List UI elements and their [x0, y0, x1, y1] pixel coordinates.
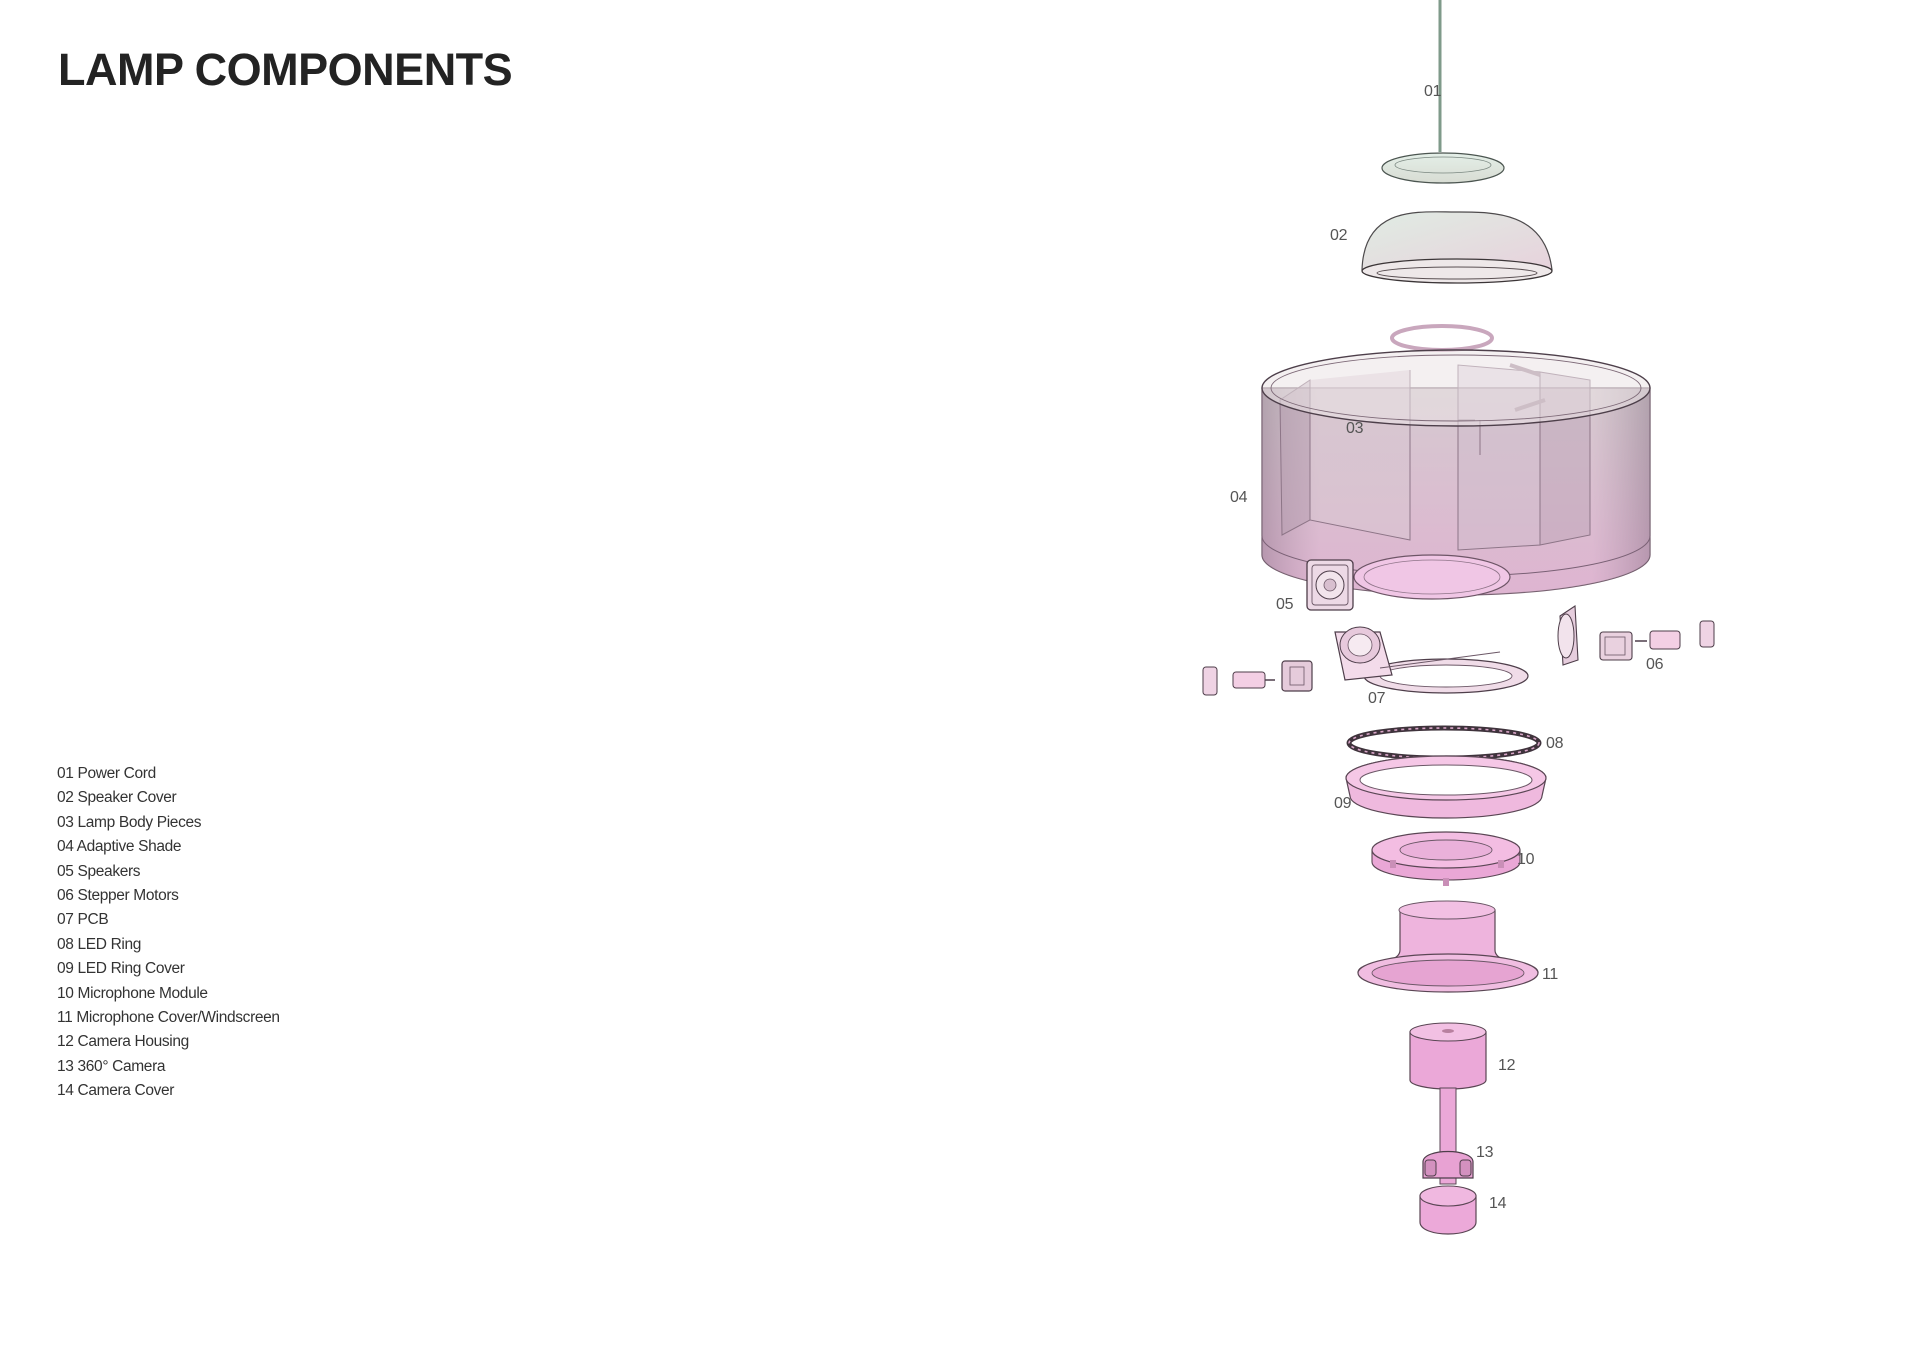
- stepper-motor-right: [1557, 605, 1715, 666]
- callout-02: 02: [1330, 227, 1348, 244]
- top-ring-part: [1390, 324, 1494, 352]
- callout-05: 05: [1276, 596, 1294, 613]
- callout-10: 10: [1517, 851, 1535, 868]
- legend-item: 14 Camera Cover: [57, 1082, 175, 1100]
- page-title: LAMP COMPONENTS: [58, 44, 513, 95]
- led-ring-part: [1346, 725, 1542, 761]
- microphone-cover-part: [1357, 900, 1539, 993]
- camera-part: [1422, 1151, 1474, 1179]
- callout-13: 13: [1476, 1144, 1494, 1161]
- callout-04: 04: [1230, 489, 1248, 506]
- callout-12: 12: [1498, 1057, 1516, 1074]
- legend-item: 07 PCB: [57, 911, 109, 929]
- legend-item: 02 Speaker Cover: [57, 789, 177, 807]
- power-cord-part: [1381, 0, 1505, 184]
- callout-06: 06: [1646, 656, 1664, 673]
- legend-item: 05 Speakers: [57, 862, 141, 880]
- legend-item: 10 Microphone Module: [57, 984, 208, 1002]
- microphone-module-part: [1371, 831, 1521, 886]
- callout-09: 09: [1334, 795, 1352, 812]
- legend-item: 08 LED Ring: [57, 935, 142, 953]
- pcb-part: [1334, 626, 1529, 694]
- legend-item: 09 LED Ring Cover: [57, 960, 185, 978]
- speaker-part: [1306, 559, 1354, 611]
- callout-08: 08: [1546, 735, 1564, 752]
- speaker-cover-part: [1361, 211, 1553, 284]
- component-legend: 01 Power Cord 02 Speaker Cover 03 Lamp B…: [57, 762, 280, 1104]
- callout-07: 07: [1368, 690, 1386, 707]
- legend-item: 01 Power Cord: [57, 765, 156, 782]
- callout-11: 11: [1542, 966, 1558, 983]
- stepper-motor-left: [1202, 660, 1313, 696]
- legend-item: 12 Camera Housing: [57, 1033, 189, 1051]
- callout-14: 14: [1489, 1195, 1507, 1212]
- camera-cover-part: [1419, 1185, 1477, 1235]
- callout-01: 01: [1424, 83, 1442, 100]
- legend-item: 04 Adaptive Shade: [57, 838, 182, 856]
- legend-item: 03 Lamp Body Pieces: [57, 813, 202, 831]
- legend-item: 06 Stepper Motors: [57, 887, 179, 905]
- callout-03: 03: [1346, 420, 1364, 437]
- adaptive-shade-part: [1261, 349, 1651, 600]
- legend-item: 13 360° Camera: [57, 1057, 166, 1075]
- legend-item: 11 Microphone Cover/Windscreen: [57, 1009, 280, 1027]
- led-ring-cover-part: [1345, 755, 1547, 819]
